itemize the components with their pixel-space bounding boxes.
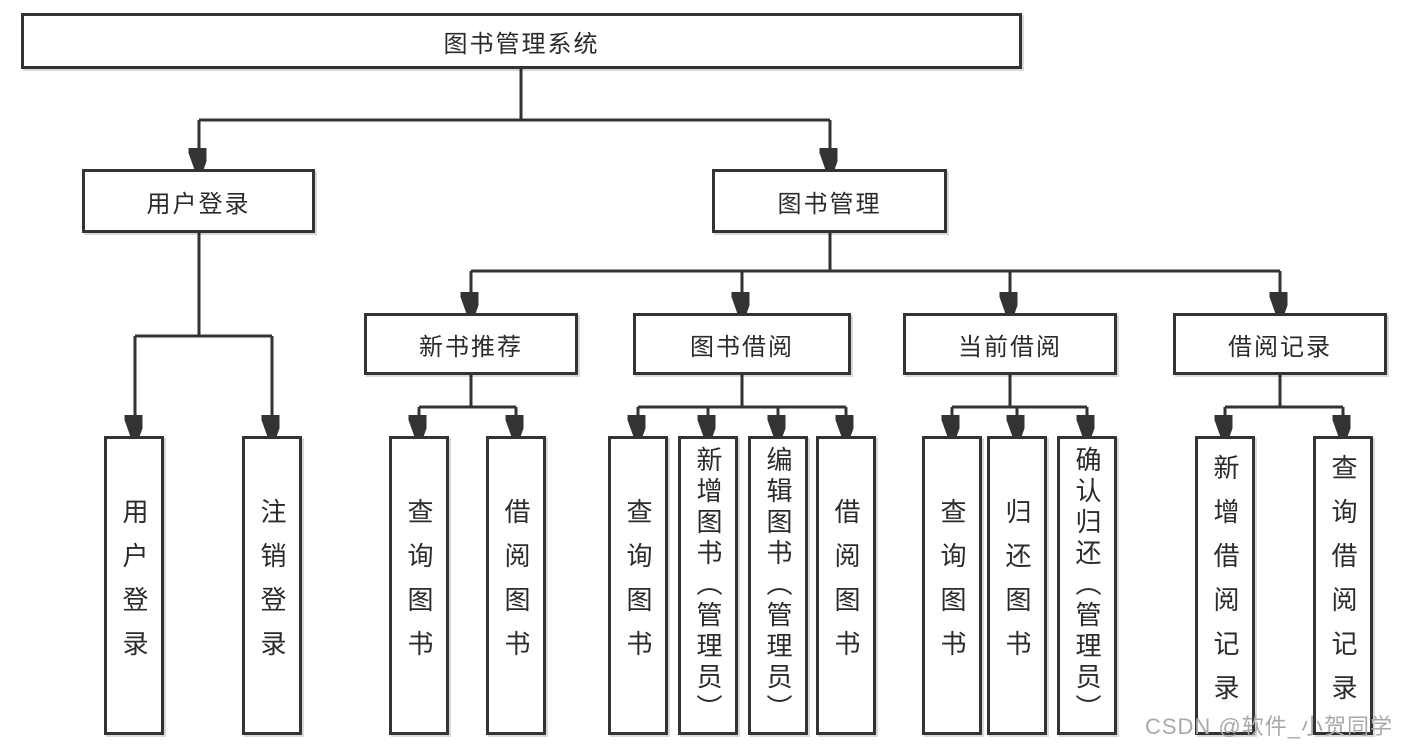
- node-label: 图书管理: [777, 190, 882, 218]
- leaf-label: 新增借阅记录: [1210, 453, 1240, 718]
- leaf-label: 新增图书（管理员）: [693, 446, 723, 725]
- leaf-edit-book-admin: 编辑图书（管理员）: [748, 436, 808, 735]
- node-label: 图书借阅: [690, 333, 794, 361]
- leaf-label: 借阅图书: [831, 497, 861, 674]
- node-user-login: 用户登录: [82, 169, 315, 233]
- node-book-borrow: 图书借阅: [633, 313, 851, 375]
- leaf-label: 查询图书: [937, 497, 967, 674]
- leaf-label: 查询图书: [404, 497, 434, 674]
- leaf-label: 用户登录: [119, 497, 149, 674]
- leaf-user-login: 用户登录: [104, 436, 164, 735]
- leaf-query-books-3: 查询图书: [922, 436, 982, 735]
- node-current-borrow: 当前借阅: [903, 313, 1117, 375]
- leaf-add-book-admin: 新增图书（管理员）: [678, 436, 738, 735]
- leaf-query-books-1: 查询图书: [389, 436, 449, 735]
- leaf-logout: 注销登录: [242, 436, 302, 735]
- leaf-label: 注销登录: [257, 497, 287, 674]
- leaf-confirm-return-admin: 确认归还（管理员）: [1057, 436, 1117, 735]
- leaf-borrow-books-2: 借阅图书: [816, 436, 876, 735]
- node-book-management: 图书管理: [712, 169, 947, 233]
- leaf-label: 编辑图书（管理员）: [763, 446, 793, 725]
- leaf-label: 查询借阅记录: [1328, 453, 1358, 718]
- leaf-add-borrow-record: 新增借阅记录: [1195, 436, 1255, 735]
- leaf-label: 借阅图书: [501, 497, 531, 674]
- node-label: 当前借阅: [958, 333, 1062, 361]
- leaf-query-books-2: 查询图书: [608, 436, 668, 735]
- node-label: 图书管理系统: [443, 30, 600, 58]
- leaf-label: 归还图书: [1002, 497, 1032, 674]
- node-borrow-records: 借阅记录: [1173, 313, 1387, 375]
- node-new-book-recommend: 新书推荐: [364, 313, 578, 375]
- node-label: 借阅记录: [1228, 333, 1332, 361]
- node-label: 用户登录: [146, 190, 251, 218]
- leaf-return-books: 归还图书: [987, 436, 1047, 735]
- node-root: 图书管理系统: [21, 13, 1022, 69]
- watermark-text: CSDN @软件_小贺同学: [1144, 714, 1393, 739]
- leaf-label: 查询图书: [623, 497, 653, 674]
- node-label: 新书推荐: [419, 333, 523, 361]
- leaf-query-borrow-record: 查询借阅记录: [1313, 436, 1373, 735]
- leaf-label: 确认归还（管理员）: [1072, 446, 1102, 725]
- leaf-borrow-books-1: 借阅图书: [486, 436, 546, 735]
